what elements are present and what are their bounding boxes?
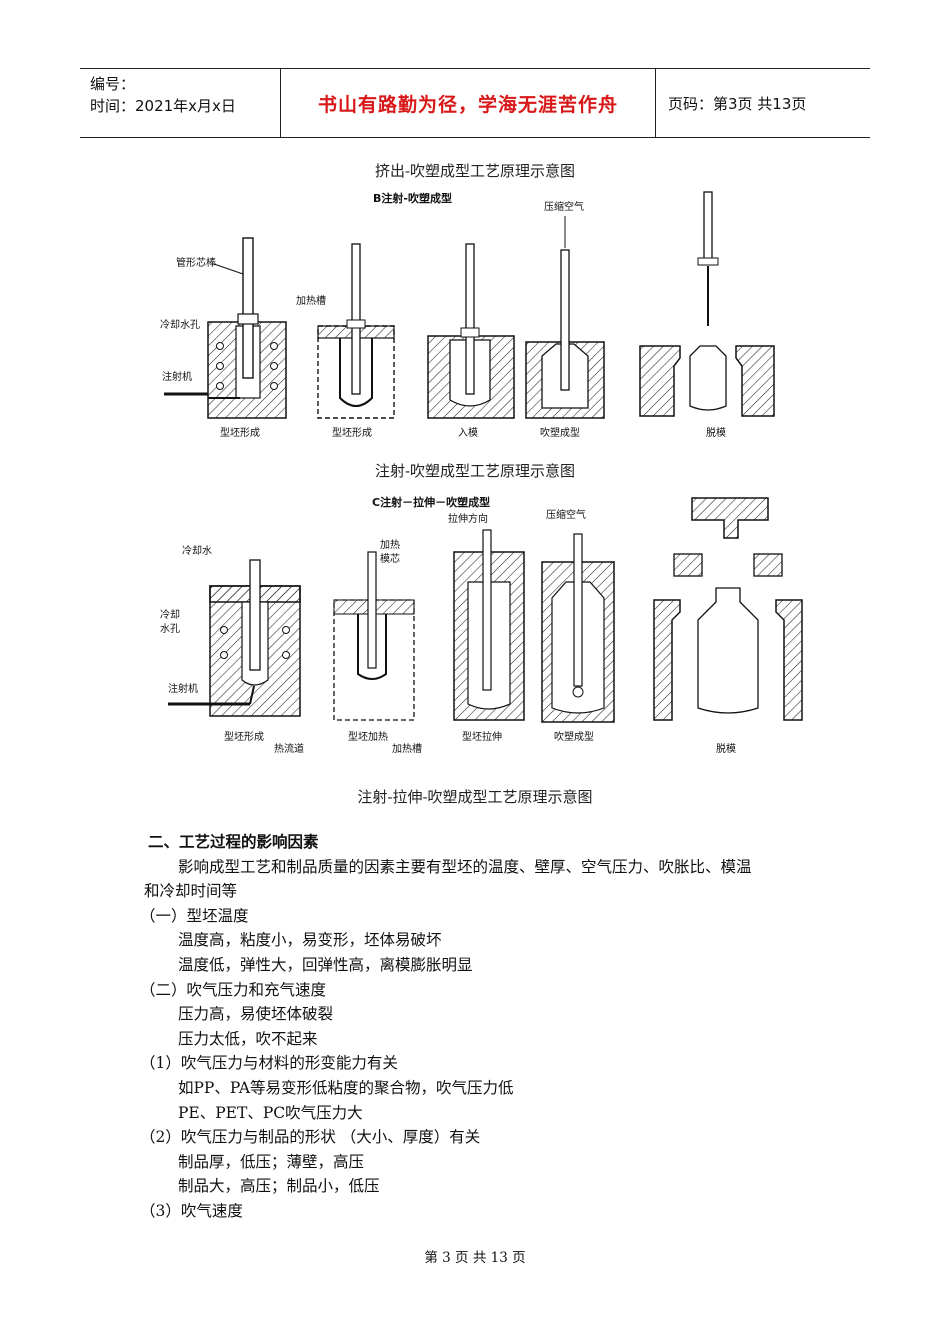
label-heating-core: 加热 xyxy=(380,538,400,551)
s3-stage5 xyxy=(653,497,803,721)
label-demold-2: 脱模 xyxy=(716,742,736,755)
subsection-1-title: （一）型坯温度 xyxy=(140,906,249,925)
figure3-title: C注射－拉伸－吹塑成型 xyxy=(372,495,490,509)
label-cooling-water: 冷却水 xyxy=(182,544,212,557)
s3-stage2 xyxy=(333,551,415,721)
label-blow-molding-2: 吹塑成型 xyxy=(554,730,594,743)
label-heating-tank-2: 加热槽 xyxy=(392,742,422,755)
figure2-caption: 注射-吹塑成型工艺原理示意图 xyxy=(374,462,576,480)
label-heating-core-2: 模芯 xyxy=(380,552,400,565)
subsection-2-title: （二）吹气压力和充气速度 xyxy=(140,980,327,999)
figure3-caption: 注射-拉伸-吹塑成型工艺原理示意图 xyxy=(357,788,593,806)
label-heating-tank: 加热槽 xyxy=(296,294,326,307)
label-into-mold: 入模 xyxy=(458,427,478,439)
header-page-info: 页码：第3页 共13页 xyxy=(668,94,807,113)
stage4-blow xyxy=(525,216,605,419)
s3-stage4 xyxy=(541,533,615,723)
label-compressed-air: 压缩空气 xyxy=(544,200,584,213)
label-cooling-2: 水孔 xyxy=(160,623,180,635)
p1-line-b: PE、PET、PC吹气压力大 xyxy=(178,1103,363,1122)
stage2-heating xyxy=(317,243,395,419)
figure2-diagram: B注射-吹塑成型 管形芯棒 冷却水孔 注射机 型坯形成 加热槽 型坯形成 入模 xyxy=(160,191,775,439)
label-parison-forming-3: 型坯形成 xyxy=(224,730,264,743)
section-body: 二、工艺过程的影响因素 影响成型工艺和制品质量的因素主要有型坯的温度、壁厚、空气… xyxy=(140,830,828,1224)
figure1-caption: 挤出-吹塑成型工艺原理示意图 xyxy=(374,162,576,180)
label-parison-stretch: 型坯拉伸 xyxy=(462,730,502,743)
time-label: 时间：2021年x月x日 xyxy=(90,97,236,115)
p2-line-a: 制品厚，低压；薄壁，高压 xyxy=(178,1152,365,1171)
label-stretch-dir: 拉伸方向 xyxy=(448,512,488,525)
label-parison-forming-2: 型坯形成 xyxy=(332,426,372,439)
label-cooling-1: 冷却 xyxy=(160,608,180,621)
stage3-into-mold xyxy=(427,243,515,419)
s2-line-a: 压力高，易使坯体破裂 xyxy=(178,1005,334,1024)
number-label: 编号： xyxy=(90,75,136,93)
header-motto: 书山有路勤为径，学海无涯苦作舟 xyxy=(281,69,656,137)
label-hot-runner: 热流道 xyxy=(274,742,304,755)
label-cooling-hole: 冷却水孔 xyxy=(160,318,200,331)
figure2-title: B注射-吹塑成型 xyxy=(373,191,452,205)
s2-line-b: 压力太低，吹不起来 xyxy=(178,1029,318,1048)
s3-stage3 xyxy=(453,529,525,721)
header-meta: 编号： 时间：2021年x月x日 xyxy=(80,69,281,137)
page-footer: 第 3 页 共 13 页 xyxy=(424,1250,526,1266)
label-mandrel: 管形芯棒 xyxy=(176,256,216,269)
stage1-mold xyxy=(164,237,287,419)
label-demold: 脱模 xyxy=(706,426,726,439)
stage5-demold xyxy=(639,191,775,417)
label-parison-forming: 型坯形成 xyxy=(220,426,260,439)
label-injector-2: 注射机 xyxy=(168,682,198,695)
page-header: 编号： 时间：2021年x月x日 书山有路勤为径，学海无涯苦作舟 页码：第3页 … xyxy=(80,68,870,138)
intro-line-1: 影响成型工艺和制品质量的因素主要有型坯的温度、壁厚、空气压力、吹胀比、模温 xyxy=(178,857,752,876)
p2-line-b: 制品大，高压；制品小，低压 xyxy=(178,1177,380,1196)
s1-line-a: 温度高，粘度小，易变形，坯体易破坏 xyxy=(178,931,442,950)
label-compressed-air-2: 压缩空气 xyxy=(546,508,586,521)
figure3-diagram: C注射－拉伸－吹塑成型 拉伸方向 压缩空气 冷却水 冷却 水孔 注射机 型坯形成… xyxy=(160,495,803,755)
label-injector: 注射机 xyxy=(162,370,192,383)
s3-stage1 xyxy=(168,559,301,717)
intro-line-2: 和冷却时间等 xyxy=(144,882,238,901)
s1-line-b: 温度低，弹性大，回弹性高，离模膨胀明显 xyxy=(178,955,473,974)
section-heading: 二、工艺过程的影响因素 xyxy=(148,833,319,851)
point-1-title: （1）吹气压力与材料的形变能力有关 xyxy=(140,1054,398,1073)
p1-line-a: 如PP、PA等易变形低粘度的聚合物，吹气压力低 xyxy=(178,1078,514,1097)
point-3-title: （3）吹气速度 xyxy=(140,1201,243,1220)
label-parison-heating: 型坯加热 xyxy=(348,730,388,743)
point-2-title: （2）吹气压力与制品的形状 （大小、厚度）有关 xyxy=(140,1128,481,1147)
label-blow-molding: 吹塑成型 xyxy=(540,426,580,439)
